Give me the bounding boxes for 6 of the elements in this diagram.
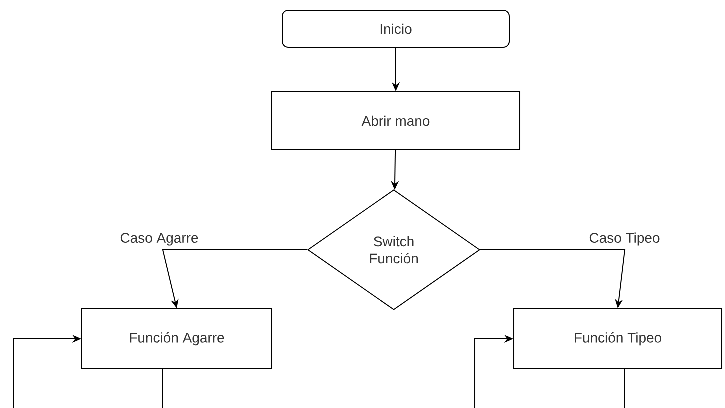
edge-label: Caso Agarre [120, 233, 198, 246]
edge-label: Caso Tipeo [590, 232, 660, 246]
process-box: Función Tipeo [514, 308, 722, 370]
process-box: Abrir mano [272, 92, 520, 150]
process-box: Función Agarre [82, 308, 272, 370]
start-box: Inicio [282, 10, 510, 48]
